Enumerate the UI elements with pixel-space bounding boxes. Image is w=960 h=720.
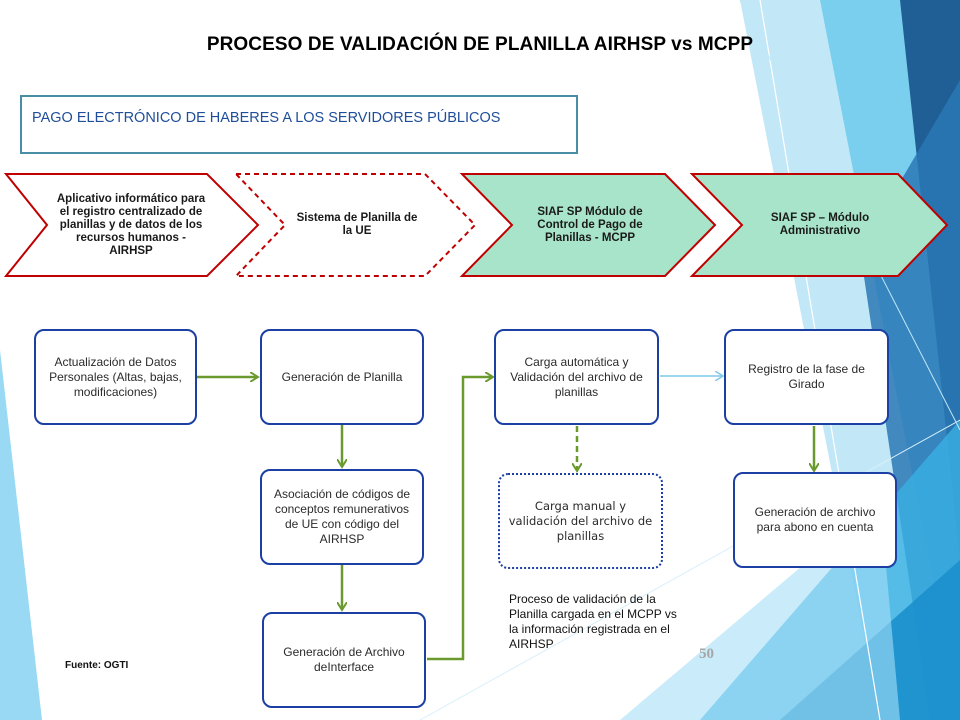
- page-number: 50: [699, 646, 714, 662]
- box-actualizacion-datos: Actualización de Datos Personales (Altas…: [34, 329, 197, 425]
- box-registro-girado: Registro de la fase de Girado: [724, 329, 889, 425]
- page-title: PROCESO DE VALIDACIÓN DE PLANILLA AIRHSP…: [206, 34, 754, 55]
- chevron-airhsp: [3, 173, 260, 277]
- chevron-modulo-administrativo: [689, 173, 949, 277]
- chevron-sistema-planilla: [233, 173, 477, 277]
- validation-note: Proceso de validación de la Planilla car…: [509, 592, 677, 651]
- box-generacion-planilla: Generación de Planilla: [260, 329, 424, 425]
- subtitle-text: PAGO ELECTRÓNICO DE HABERES A LOS SERVID…: [32, 110, 501, 126]
- box-asociacion-codigos: Asociación de códigos de conceptos remun…: [260, 469, 424, 565]
- box-carga-automatica: Carga automática y Validación del archiv…: [494, 329, 659, 425]
- chevron-modulo-administrativo-label: SIAF SP – Módulo Administrativo: [770, 212, 870, 237]
- box-generacion-archivo-interface: Generación de Archivo deInterface: [262, 612, 426, 708]
- source-label: Fuente: OGTI: [65, 660, 129, 671]
- process-chevrons: [3, 173, 949, 277]
- chevron-sistema-planilla-label: Sistema de Planilla de la UE: [296, 212, 418, 237]
- chevron-mcpp: [459, 173, 717, 277]
- chevron-airhsp-label: Aplicativo informático para el registro …: [56, 192, 206, 257]
- box-carga-manual: Carga manual y validación del archivo de…: [498, 473, 663, 569]
- subtitle-box: PAGO ELECTRÓNICO DE HABERES A LOS SERVID…: [20, 95, 578, 154]
- chevron-mcpp-label: SIAF SP Módulo de Control de Pago de Pla…: [537, 205, 643, 244]
- box-generacion-abono: Generación de archivo para abono en cuen…: [733, 472, 897, 568]
